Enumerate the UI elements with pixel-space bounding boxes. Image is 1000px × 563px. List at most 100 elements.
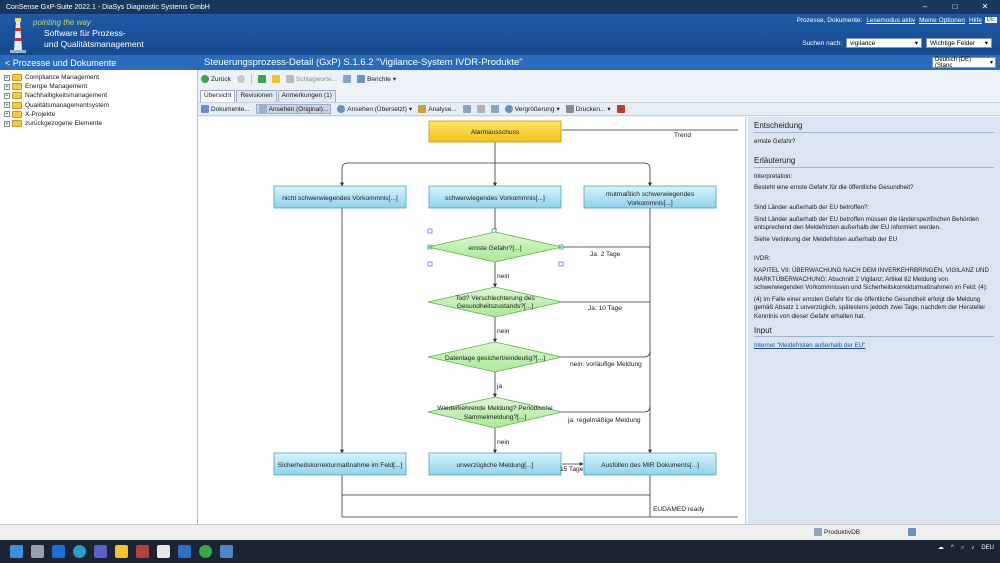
decision-serious-danger[interactable] — [427, 231, 563, 263]
compare-icon[interactable] — [462, 105, 471, 113]
wifi-icon: ○ — [960, 544, 965, 551]
node-not-serious-label: nicht schwerwiegendes Vorkommnis[...] — [282, 195, 398, 202]
documents-button[interactable]: Dokumente... — [201, 105, 250, 113]
speaker-icon[interactable]: ♪ — [971, 544, 975, 551]
selection-handle[interactable] — [427, 261, 433, 267]
windows-start-icon[interactable] — [10, 545, 23, 558]
chevron-down-icon: ▾ — [392, 76, 397, 83]
tree-item-x-projekte[interactable]: +X-Projekte — [4, 110, 56, 118]
my-options-link[interactable]: Meine Optionen — [919, 17, 965, 24]
expand-icon[interactable]: + — [4, 74, 10, 81]
expand-icon[interactable]: + — [4, 120, 10, 127]
decision-data-secured-label: Datenlage gesichert/eindeutig?[...] — [445, 355, 545, 362]
node-suspected-serious[interactable] — [583, 185, 717, 209]
view-translated-button[interactable]: Ansehen (Übersetzt)▾ — [337, 105, 412, 113]
tray-language[interactable]: DEU — [981, 544, 994, 551]
maximize-icon[interactable]: □ — [952, 2, 958, 11]
input-link[interactable]: Internet "Meldefristen außerhalb der EU" — [754, 342, 866, 350]
refresh-icon[interactable] — [490, 105, 499, 113]
forward-icon[interactable] — [236, 75, 245, 83]
minimize-icon[interactable]: – — [922, 2, 928, 11]
expand-icon[interactable]: + — [4, 92, 10, 99]
cloud-icon[interactable]: ☁ — [937, 545, 944, 551]
decision-recurring-label-1: Wiederkehrende Meldung? Periodische — [437, 405, 553, 412]
banner-top-text: Prozesse, Dokumente: — [796, 17, 863, 24]
outlook-icon[interactable] — [52, 545, 65, 558]
analysis-button[interactable]: Analyse... — [418, 105, 457, 113]
edge-label-no-1: nein — [497, 273, 510, 280]
folder-icon — [12, 92, 22, 100]
language-badge[interactable]: DE — [984, 17, 997, 23]
sidebar-tree: +Compliance Management +Energie Manageme… — [0, 70, 198, 540]
decision-heading: Entscheidung — [754, 121, 994, 133]
selection-handle[interactable] — [427, 228, 433, 234]
tree-item-compliance[interactable]: +Compliance Management — [4, 74, 100, 82]
up-arrow-icon[interactable] — [257, 75, 266, 83]
back-button[interactable]: Zurück — [201, 75, 231, 83]
decision-death[interactable] — [427, 286, 563, 318]
decision-data-secured[interactable] — [427, 341, 563, 373]
node-alarm-committee[interactable] — [428, 120, 562, 143]
view-icon — [258, 105, 267, 113]
reports-button[interactable]: Berichte▾ — [357, 75, 396, 83]
consense-app-icon[interactable] — [178, 545, 191, 558]
report-icon — [357, 75, 366, 83]
tree-item-withdrawn[interactable]: +zurückgezogene Elemente — [4, 120, 102, 128]
node-alarm-label: Alarmausschuss — [471, 129, 520, 136]
printer-icon — [565, 105, 574, 113]
node-serious[interactable] — [428, 185, 562, 209]
outside-eu-question: Sind Länder außerhalb der EU betroffen?: — [754, 203, 870, 211]
tab-revisions[interactable]: Revisionen — [236, 90, 277, 102]
widgets-icon[interactable] — [31, 545, 44, 558]
tab-annotations[interactable]: Anmerkungen (1) — [277, 90, 336, 102]
favorite-star-icon[interactable] — [271, 75, 280, 83]
tree-item-qms[interactable]: +Qualitätsmanagementsystem — [4, 101, 110, 109]
app-icon[interactable] — [220, 545, 233, 558]
edge-d4-yes — [562, 405, 651, 413]
teams-icon[interactable] — [94, 545, 107, 558]
chevron-up-icon[interactable]: ^ — [950, 544, 954, 551]
tree-item-nachhaltigkeit[interactable]: +Nachhaltigkeitsmanagement — [4, 92, 108, 100]
keywords-button[interactable]: Schlagworte... — [285, 75, 337, 83]
expand-icon[interactable]: + — [4, 83, 10, 90]
chrome-icon[interactable] — [199, 545, 212, 558]
tree-item-energie[interactable]: +Energie Management — [4, 83, 88, 91]
sort-icon[interactable] — [476, 105, 485, 113]
edge-browser-icon[interactable] — [73, 545, 86, 558]
search-row: Suchen nach: vigilance ▾ Wichtige Felder… — [802, 38, 992, 48]
print-button[interactable]: Drucken...▾ — [565, 105, 611, 113]
file-explorer-icon[interactable] — [115, 545, 128, 558]
outside-eu-answer: Sind Länder außerhalb der EU betroffen m… — [754, 215, 979, 232]
link-icon[interactable] — [343, 75, 352, 83]
search-scope-select[interactable]: Wichtige Felder ▾ — [926, 38, 992, 48]
edge-label-yes-2-days: Ja: 2 Tage — [590, 251, 621, 258]
view-original-button[interactable]: Ansehen (Original)... — [255, 104, 332, 114]
zoom-button[interactable]: Vergrößerung▾ — [504, 105, 560, 113]
node-mir-document[interactable] — [583, 452, 717, 476]
app-icon[interactable] — [136, 545, 149, 558]
help-link[interactable]: Hilfe — [968, 17, 982, 24]
node-immediate-report[interactable] — [428, 452, 562, 476]
readmode-link[interactable]: Lesemodus aktiv — [866, 17, 916, 24]
chevron-down-icon: ▾ — [408, 106, 413, 113]
status-db: ProduktivDB — [814, 528, 860, 536]
node-not-serious[interactable] — [273, 185, 407, 209]
node-safety-correction[interactable] — [273, 452, 407, 476]
back-to-processes-link[interactable]: < Prozesse und Dokumente — [5, 57, 117, 68]
system-tray: ☁ ^ ○ ♪ DEU — [937, 544, 994, 552]
decision-death-label-1: Tod? Verschlechterung des — [455, 295, 535, 302]
expand-icon[interactable]: + — [4, 102, 10, 109]
globe-icon — [337, 105, 346, 113]
pdf-icon[interactable] — [616, 105, 625, 113]
window-title: ConSense GxP-Suite 2022.1 - DiaSys Diagn… — [6, 3, 210, 11]
language-select[interactable]: Deutsch (DE) (Stanc ▾ — [932, 57, 996, 69]
tab-overview[interactable]: Übersicht — [200, 90, 236, 102]
node-suspected-label-2: Vorkommnis[...] — [627, 200, 673, 207]
app-icon[interactable] — [157, 545, 170, 558]
search-input[interactable]: vigilance ▾ — [846, 38, 922, 48]
expand-icon[interactable]: + — [4, 111, 10, 118]
close-icon[interactable]: ✕ — [981, 2, 989, 11]
decision-recurring[interactable] — [427, 396, 563, 429]
search-label: Suchen nach: — [802, 39, 842, 47]
selection-handle[interactable] — [558, 261, 564, 267]
